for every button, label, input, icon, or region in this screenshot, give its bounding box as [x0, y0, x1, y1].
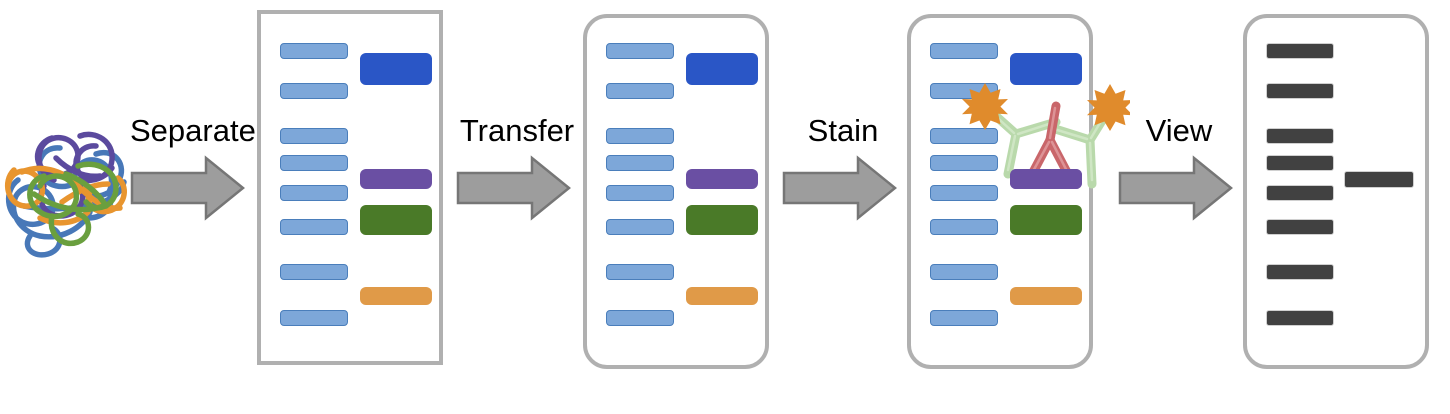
detected-protein-band	[1344, 171, 1414, 188]
ladder-band-dark	[1266, 310, 1334, 326]
ladder-band	[930, 128, 998, 144]
step-view: View	[1118, 113, 1240, 225]
ladder-band-dark	[1266, 219, 1334, 235]
sample-band-blue	[686, 53, 758, 85]
ladder-band	[930, 83, 998, 99]
ladder-band	[930, 264, 998, 280]
ladder-band	[280, 219, 348, 235]
sample-band-purple-target	[1010, 169, 1082, 189]
sample-band-blue	[1010, 53, 1082, 85]
ladder-band	[606, 128, 674, 144]
ladder-band	[606, 219, 674, 235]
ladder-band	[606, 264, 674, 280]
ladder-band-dark	[1266, 155, 1334, 171]
sample-band-green	[1010, 205, 1082, 235]
ladder-band	[606, 185, 674, 201]
arrow-right-icon	[456, 155, 571, 221]
ladder-band	[280, 155, 348, 171]
step-transfer: Transfer	[456, 113, 578, 225]
step-transfer-label: Transfer	[459, 113, 575, 148]
tangled-protein-sample	[0, 118, 135, 258]
ladder-band	[606, 43, 674, 59]
sample-band-orange	[1010, 287, 1082, 305]
arrow-right-icon	[1118, 155, 1233, 221]
step-view-label: View	[1145, 113, 1213, 148]
ladder-band	[930, 310, 998, 326]
ladder-band	[280, 185, 348, 201]
ladder-band	[930, 219, 998, 235]
ladder-band-dark	[1266, 128, 1334, 144]
ladder-band	[930, 43, 998, 59]
ladder-band-dark	[1266, 185, 1334, 201]
ladder-band	[930, 185, 998, 201]
arrow-right-icon	[782, 155, 897, 221]
ladder-band	[280, 83, 348, 99]
step-separate-label: Separate	[130, 113, 256, 148]
ladder-band	[280, 43, 348, 59]
ladder-band	[280, 310, 348, 326]
ladder-band	[930, 155, 998, 171]
ladder-band	[280, 264, 348, 280]
step-separate: Separate	[130, 113, 256, 225]
ladder-band-dark	[1266, 43, 1334, 59]
sample-band-green	[686, 205, 758, 235]
ladder-band	[606, 155, 674, 171]
sample-band-purple	[686, 169, 758, 189]
sample-band-blue	[360, 53, 432, 85]
tangle-svg	[4, 131, 127, 258]
ladder-band	[606, 310, 674, 326]
sample-band-purple	[360, 169, 432, 189]
ladder-band	[280, 128, 348, 144]
ladder-band-dark	[1266, 264, 1334, 280]
sample-band-orange	[360, 287, 432, 305]
step-stain: Stain	[782, 113, 904, 225]
step-stain-label: Stain	[807, 113, 879, 148]
sample-band-orange	[686, 287, 758, 305]
ladder-band	[606, 83, 674, 99]
sample-band-green	[360, 205, 432, 235]
arrow-right-icon	[130, 155, 245, 221]
ladder-band-dark	[1266, 83, 1334, 99]
